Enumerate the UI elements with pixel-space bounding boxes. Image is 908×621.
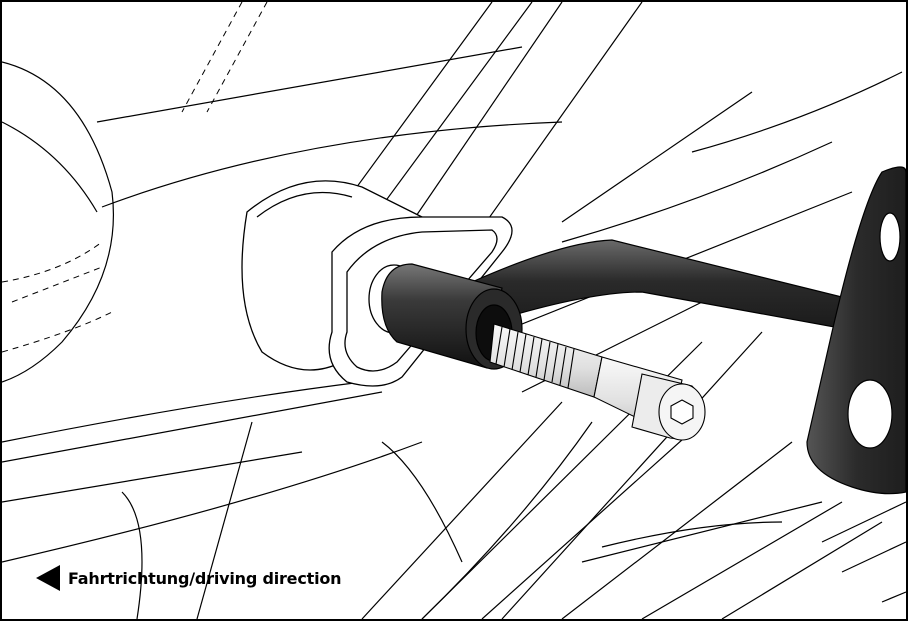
left-arrow-icon: [36, 565, 60, 591]
hidden-line-dashes: [2, 2, 268, 353]
mounting-plate: [806, 166, 906, 495]
driving-direction-caption: Fahrtrichtung/driving direction: [36, 565, 342, 591]
hex-socket-bolt: [489, 323, 706, 441]
driving-direction-label: Fahrtrichtung/driving direction: [68, 568, 342, 588]
offset-rod: [470, 239, 863, 333]
bolt-thread: [489, 323, 603, 398]
